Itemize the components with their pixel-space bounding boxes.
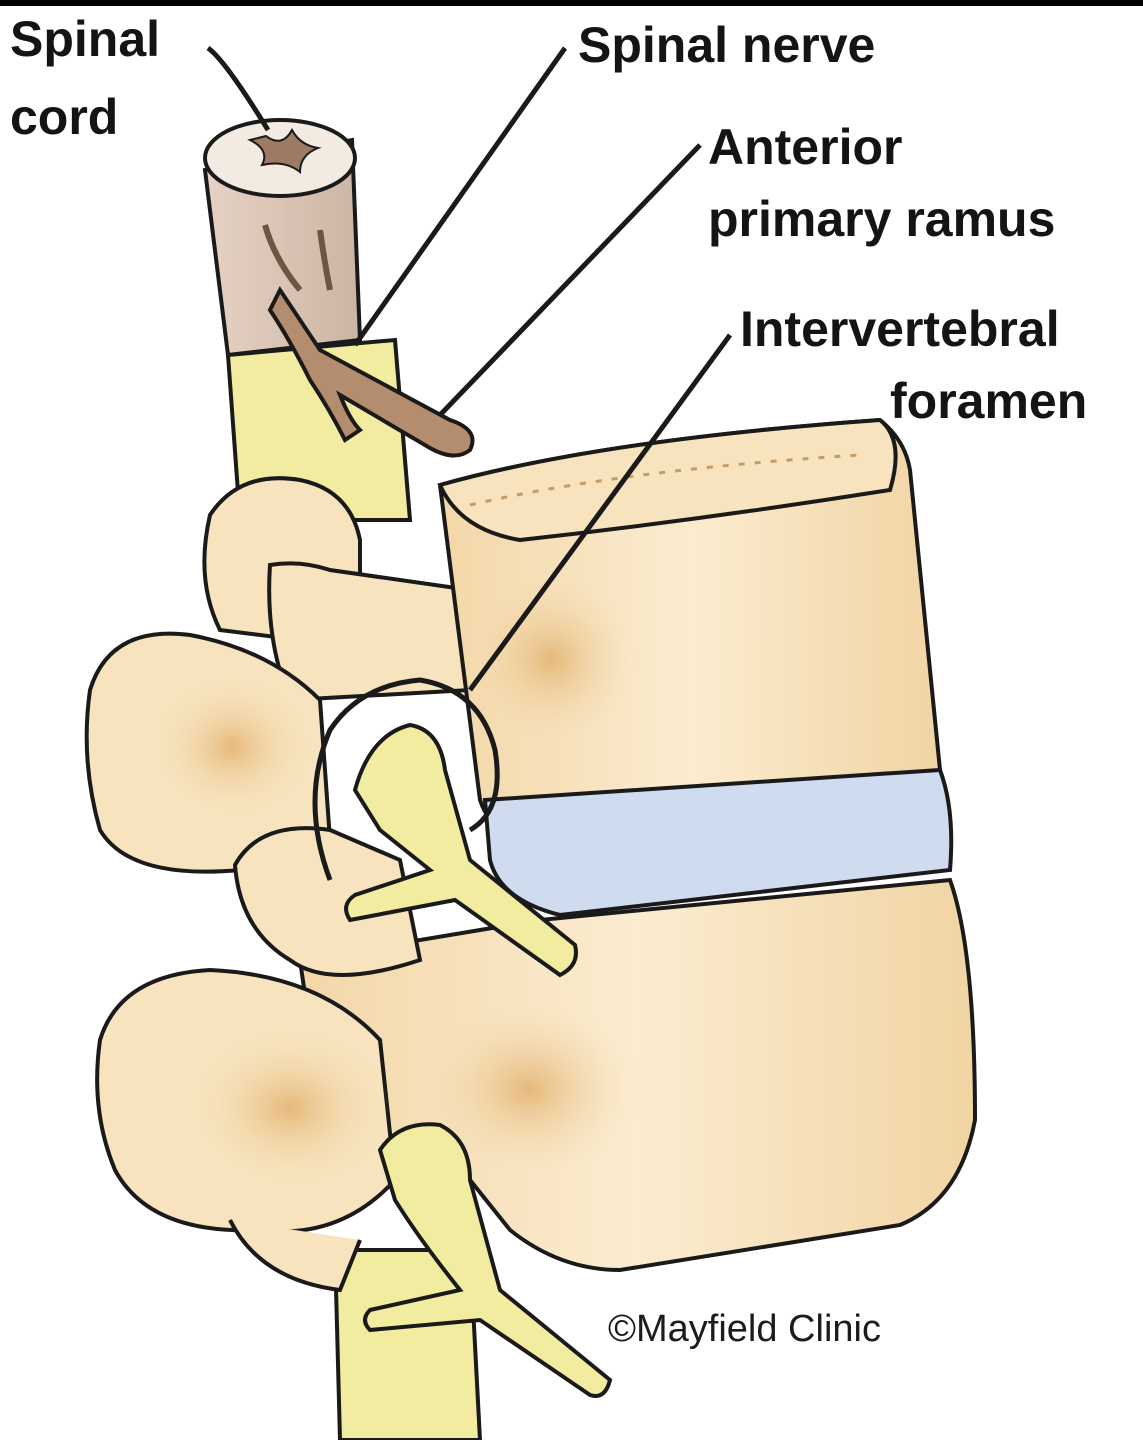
label-spinal-cord-line1: Spinal <box>10 10 160 68</box>
copyright-credit: ©Mayfield Clinic <box>608 1308 881 1351</box>
leader-spinal-cord <box>208 48 268 130</box>
label-spinal-cord-line2: cord <box>10 88 118 146</box>
label-spinal-nerve: Spinal nerve <box>578 16 875 74</box>
label-anterior-line2: primary ramus <box>708 190 1055 248</box>
leader-anterior-ramus <box>440 145 700 415</box>
label-foramen-line1: Intervertebral <box>740 300 1060 358</box>
leader-spinal-nerve <box>355 48 565 345</box>
label-anterior-line1: Anterior <box>708 118 902 176</box>
label-foramen-line2: foramen <box>890 372 1087 430</box>
